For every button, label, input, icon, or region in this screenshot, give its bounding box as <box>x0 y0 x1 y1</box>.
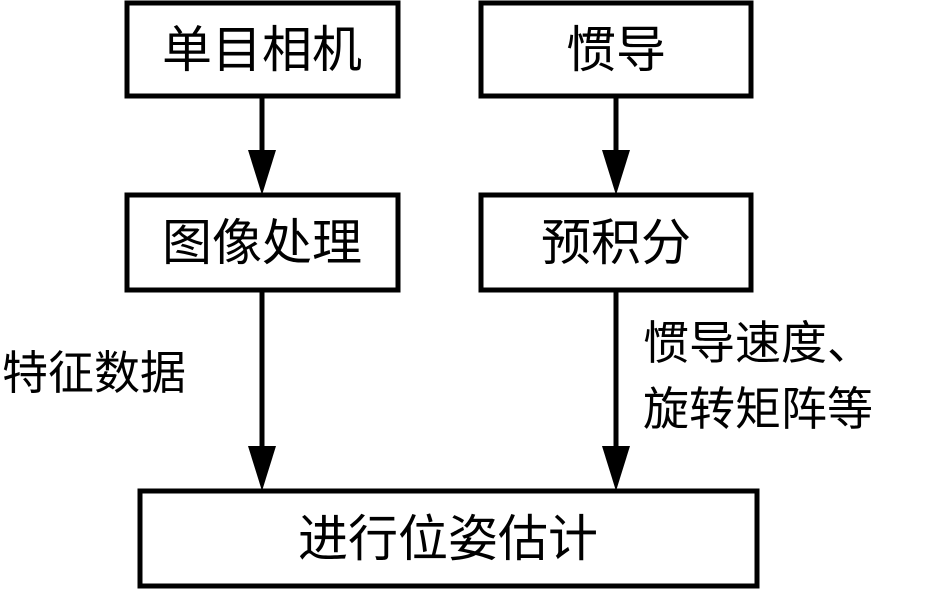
node-image-processing-label: 图像处理 <box>162 214 362 272</box>
arrow-preintegration-to-pose-estimation <box>602 290 630 491</box>
arrow-imu-to-preintegration <box>602 96 630 195</box>
arrow-image-processing-to-pose-estimation <box>248 290 276 491</box>
node-monocular-camera: 单目相机 <box>124 0 401 99</box>
edge-label-imu-output-line2: 旋转矩阵等 <box>643 382 873 436</box>
node-imu-label: 惯导 <box>566 21 666 79</box>
node-image-processing: 图像处理 <box>124 192 401 293</box>
arrow-camera-to-image-processing <box>248 96 276 195</box>
node-pose-estimation-label: 进行位姿估计 <box>298 510 598 568</box>
node-preintegration-label: 预积分 <box>541 214 691 272</box>
node-pose-estimation: 进行位姿估计 <box>137 488 760 589</box>
edge-label-feature-data: 特征数据 <box>2 346 186 400</box>
node-imu: 惯导 <box>478 0 754 99</box>
node-preintegration: 预积分 <box>478 192 754 293</box>
edge-label-imu-output-line1: 惯导速度、 <box>643 316 873 370</box>
node-monocular-camera-label: 单目相机 <box>162 21 362 79</box>
